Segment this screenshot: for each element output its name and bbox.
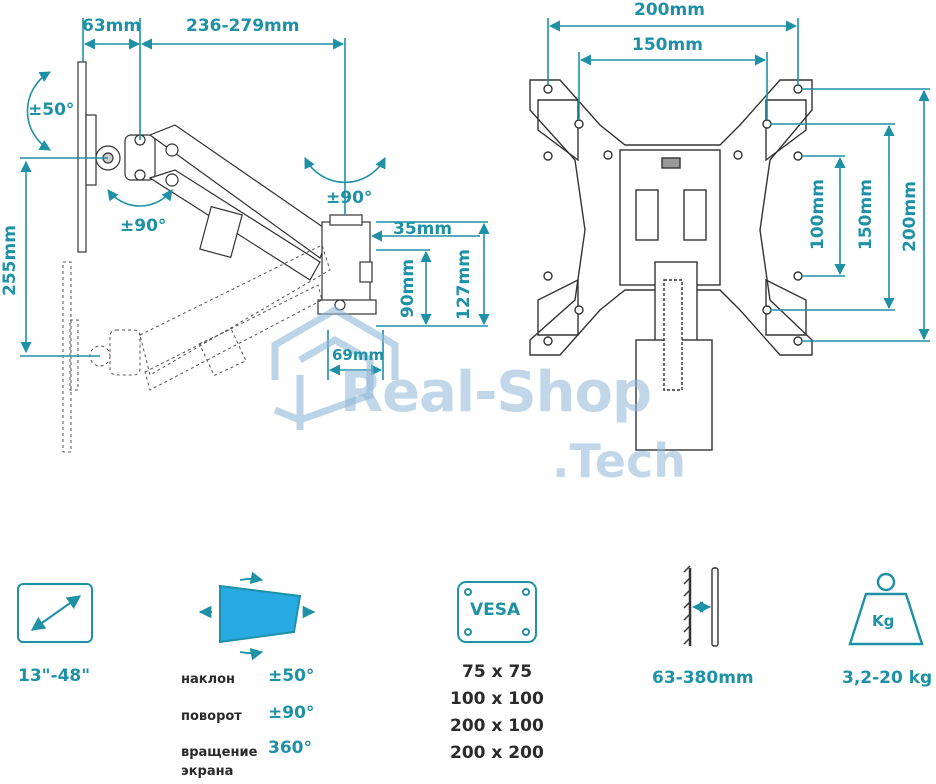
- dimension-lines-left: [20, 18, 490, 380]
- dim-63mm: 63mm: [82, 16, 142, 36]
- dim-tilt-50: ±50°: [28, 100, 75, 120]
- dim-vesa-200-top: 200mm: [634, 0, 705, 20]
- side-view-lower-arm: [62, 244, 331, 453]
- tilt-swivel-icon: [198, 571, 316, 661]
- watermark-logo: [271, 305, 399, 430]
- dim-vesa-200-side: 200mm: [900, 181, 920, 252]
- weight-icon: [848, 572, 924, 646]
- spec-swivel-value: ±90°: [268, 703, 315, 723]
- spec-tilt-label: наклон: [181, 672, 236, 687]
- dim-rotate-90-head: ±90°: [120, 216, 167, 236]
- screen-size-icon: [17, 583, 93, 643]
- dim-69mm: 69mm: [332, 346, 385, 364]
- spec-rotate-value: 360°: [268, 738, 312, 758]
- monitor-side-lower: [62, 261, 72, 453]
- watermark-text-tech: .Tech: [552, 434, 686, 488]
- dim-255mm: 255mm: [0, 225, 20, 296]
- spec-weight: 3,2-20 kg: [842, 668, 933, 688]
- vesa-size-4: 200 x 200: [450, 743, 544, 763]
- spec-tilt-value: ±50°: [268, 666, 315, 686]
- dim-vesa-150-side: 150mm: [856, 179, 876, 250]
- dim-35mm: 35mm: [393, 219, 453, 239]
- vesa-size-3: 200 x 100: [450, 716, 544, 736]
- vesa-plate-front: [529, 79, 813, 451]
- spec-swivel-label: поворот: [181, 709, 242, 724]
- spec-wall-distance: 63-380mm: [652, 668, 754, 688]
- dim-arm-reach: 236-279mm: [186, 16, 300, 36]
- dim-vesa-150-top: 150mm: [632, 35, 703, 55]
- vesa-size-1: 75 x 75: [462, 662, 533, 682]
- spec-rotate-label-2: экрана: [181, 764, 234, 779]
- monitor-side-upper: [77, 61, 87, 253]
- spec-screen-size: 13"-48": [18, 666, 91, 686]
- watermark-text: Real-Shop: [340, 360, 652, 425]
- dim-vesa-100-side: 100mm: [808, 179, 828, 250]
- vesa-size-2: 100 x 100: [450, 689, 544, 709]
- vesa-badge-text: VESA: [470, 600, 521, 620]
- weight-badge-text: Kg: [872, 612, 895, 630]
- wall-distance-icon: [683, 565, 719, 647]
- spec-rotate-label: вращение: [181, 745, 258, 760]
- dim-90mm: 90mm: [398, 258, 418, 318]
- dim-rotate-90-wall: ±90°: [326, 188, 373, 208]
- dimension-lines-right: [547, 18, 930, 342]
- dim-127mm: 127mm: [454, 249, 474, 320]
- vesa-icon: [457, 581, 537, 643]
